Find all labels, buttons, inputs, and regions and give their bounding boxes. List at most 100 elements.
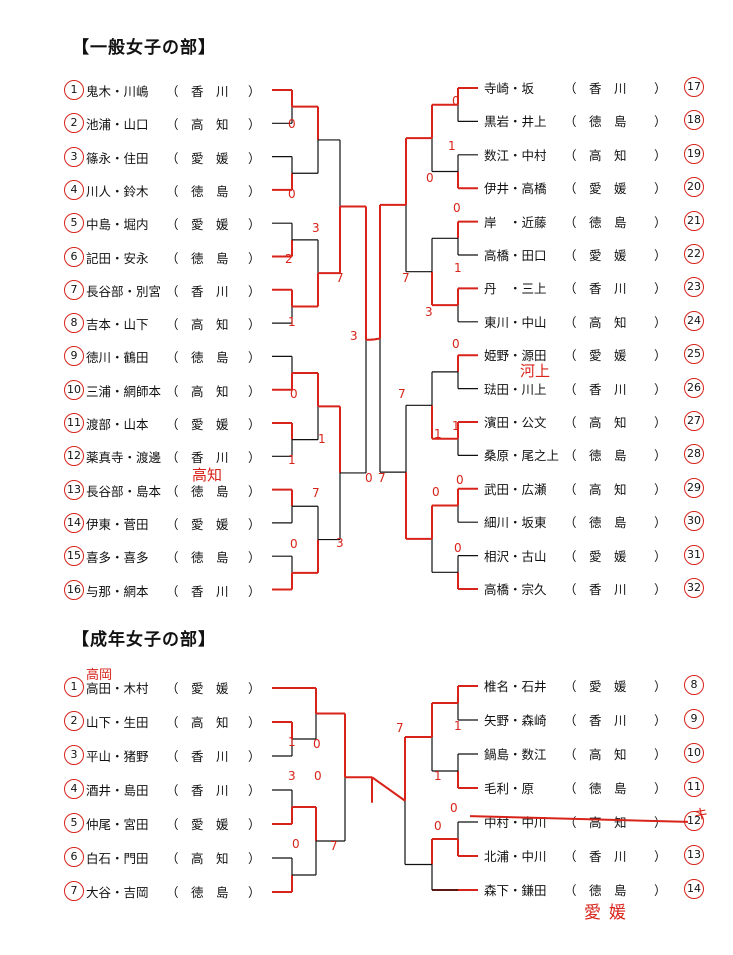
player-names: 池浦・山口 [86, 117, 149, 133]
paren-close: ） [654, 181, 667, 197]
score-mark: 0 [450, 801, 458, 815]
paren-close: ） [654, 248, 667, 263]
player-names: 相沢・古山 [484, 548, 547, 564]
seed-number-badge: 18 [684, 110, 704, 131]
prefecture: 高 知 [191, 317, 229, 333]
paren-close: ） [248, 450, 261, 466]
seed-number-badge: 4 [64, 179, 84, 200]
paren-close: ） [248, 851, 261, 866]
paren-open: （ [564, 781, 577, 796]
prefecture: 徳 島 [191, 183, 229, 199]
prefecture: 高 知 [589, 314, 627, 330]
player-names: 森下・鎌田 [484, 883, 547, 898]
paren-open: （ [166, 183, 179, 199]
paren-open: （ [166, 117, 179, 133]
paren-close: ） [654, 548, 667, 564]
paren-open: （ [166, 783, 179, 798]
paren-close: ） [654, 781, 667, 796]
score-mark: 1 [288, 315, 296, 329]
score-mark: 3 [336, 536, 344, 550]
player-names: 毛利・原 [484, 781, 535, 796]
paren-open: （ [564, 679, 577, 694]
bracket-line [371, 337, 381, 341]
player-names: 細川・坂東 [484, 515, 547, 531]
prefecture: 高 知 [191, 117, 229, 133]
score-mark: 0 [314, 769, 322, 783]
score-mark: 0 [288, 117, 296, 131]
prefecture: 高 知 [191, 715, 229, 730]
paren-open: （ [166, 350, 179, 366]
player-names: 寺崎・坂 [484, 81, 535, 96]
score-mark: 7 [378, 471, 386, 485]
prefecture: 愛 媛 [589, 548, 627, 564]
prefecture: 香 川 [589, 849, 627, 864]
prefecture: 徳 島 [191, 483, 229, 499]
paren-open: （ [564, 314, 577, 330]
paren-open: （ [564, 248, 577, 263]
prefecture: 高 知 [191, 851, 229, 866]
seed-number-badge: 21 [684, 210, 704, 231]
seed-number-badge: 23 [684, 277, 704, 298]
score-mark: 1 [452, 419, 460, 433]
paren-close: ） [248, 383, 261, 399]
prefecture: 香 川 [191, 283, 229, 299]
player-names: 数江・中村 [484, 147, 547, 163]
score-mark: 1 [288, 453, 296, 467]
player-names: 高田・木村 [86, 681, 149, 696]
paren-open: （ [166, 715, 179, 730]
seed-number-badge: 6 [64, 246, 84, 267]
paren-close: ） [654, 515, 667, 531]
seed-number-badge: 7 [64, 279, 84, 300]
paren-close: ） [248, 250, 261, 266]
player-names: 伊井・高橋 [484, 181, 547, 197]
seed-number-badge: 13 [684, 845, 704, 865]
bracket-line [371, 776, 406, 802]
score-mark: 0 [426, 171, 434, 185]
player-names: 矢野・森崎 [484, 713, 547, 728]
paren-close: ） [248, 681, 261, 696]
paren-open: （ [564, 181, 577, 197]
paren-open: （ [564, 481, 577, 497]
score-mark: 0 [454, 541, 462, 555]
paren-open: （ [564, 281, 577, 297]
player-names: 白石・門田 [86, 851, 149, 866]
player-names: 中島・堀内 [86, 217, 149, 233]
player-names: 長谷部・島本 [86, 483, 162, 499]
paren-close: ） [248, 817, 261, 832]
prefecture: 愛 媛 [589, 348, 627, 364]
paren-open: （ [564, 849, 577, 864]
seed-number-badge: 25 [684, 344, 704, 365]
seed-number-badge: 5 [64, 813, 84, 833]
seed-number-badge: 22 [684, 244, 704, 264]
seed-number-badge: 31 [684, 544, 704, 565]
seed-number-badge: 13 [64, 479, 84, 500]
score-mark: 0 [456, 473, 464, 487]
player-names: 渡部・山本 [86, 417, 149, 432]
paren-close: ） [248, 516, 261, 532]
seed-number-badge: 27 [684, 411, 704, 431]
score-mark: 1 [288, 735, 296, 749]
seed-number-badge: 11 [64, 413, 84, 433]
score-mark: 0 [452, 337, 460, 351]
prefecture: 徳 島 [589, 781, 627, 796]
paren-close: ） [654, 415, 667, 430]
seed-number-badge: 19 [684, 143, 704, 164]
prefecture: 愛 媛 [589, 248, 627, 263]
score-mark: 1 [454, 719, 462, 733]
